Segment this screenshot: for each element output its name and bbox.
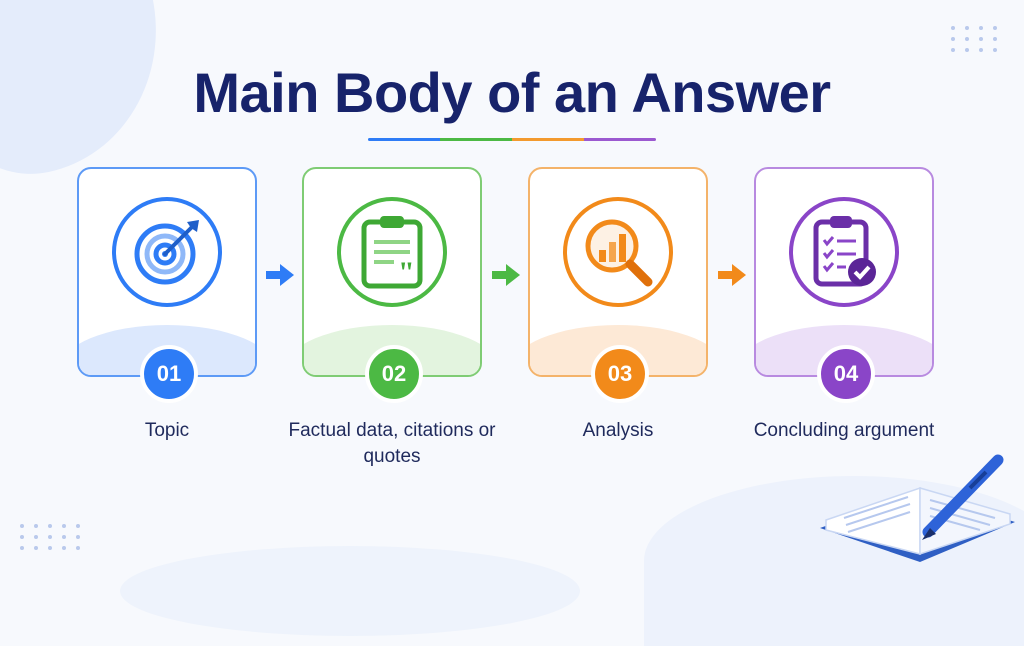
- step-label: Topic: [144, 420, 190, 441]
- step-label: Factual data, citations or quotes: [288, 420, 496, 467]
- step-badge: 04: [817, 345, 875, 403]
- dot-grid-decoration: [20, 524, 83, 550]
- target-icon: [112, 197, 222, 307]
- step-badge: 02: [365, 345, 423, 403]
- background-shape-bottom: [120, 546, 580, 636]
- step-badge: 01: [140, 345, 198, 403]
- step-label: Analysis: [582, 420, 654, 441]
- clipboard-quote-icon: ": [337, 197, 447, 307]
- magnifier-chart-icon: [563, 197, 673, 307]
- checklist-icon: [789, 197, 899, 307]
- page-title: Main Body of an Answer: [193, 61, 831, 124]
- title-underline: [368, 138, 656, 141]
- arrow-right-icon: [492, 264, 520, 286]
- step-card-analysis: [528, 167, 708, 377]
- dot-grid-decoration: [951, 26, 1000, 52]
- step-card-concluding-argument: [754, 167, 934, 377]
- svg-text:": ": [398, 256, 415, 289]
- notebook-pen-icon: [820, 454, 1015, 562]
- step-badge: 03: [591, 345, 649, 403]
- step-card-topic: [77, 167, 257, 377]
- arrow-right-icon: [718, 264, 746, 286]
- step-label: Concluding argument: [753, 420, 935, 441]
- arrow-right-icon: [266, 264, 294, 286]
